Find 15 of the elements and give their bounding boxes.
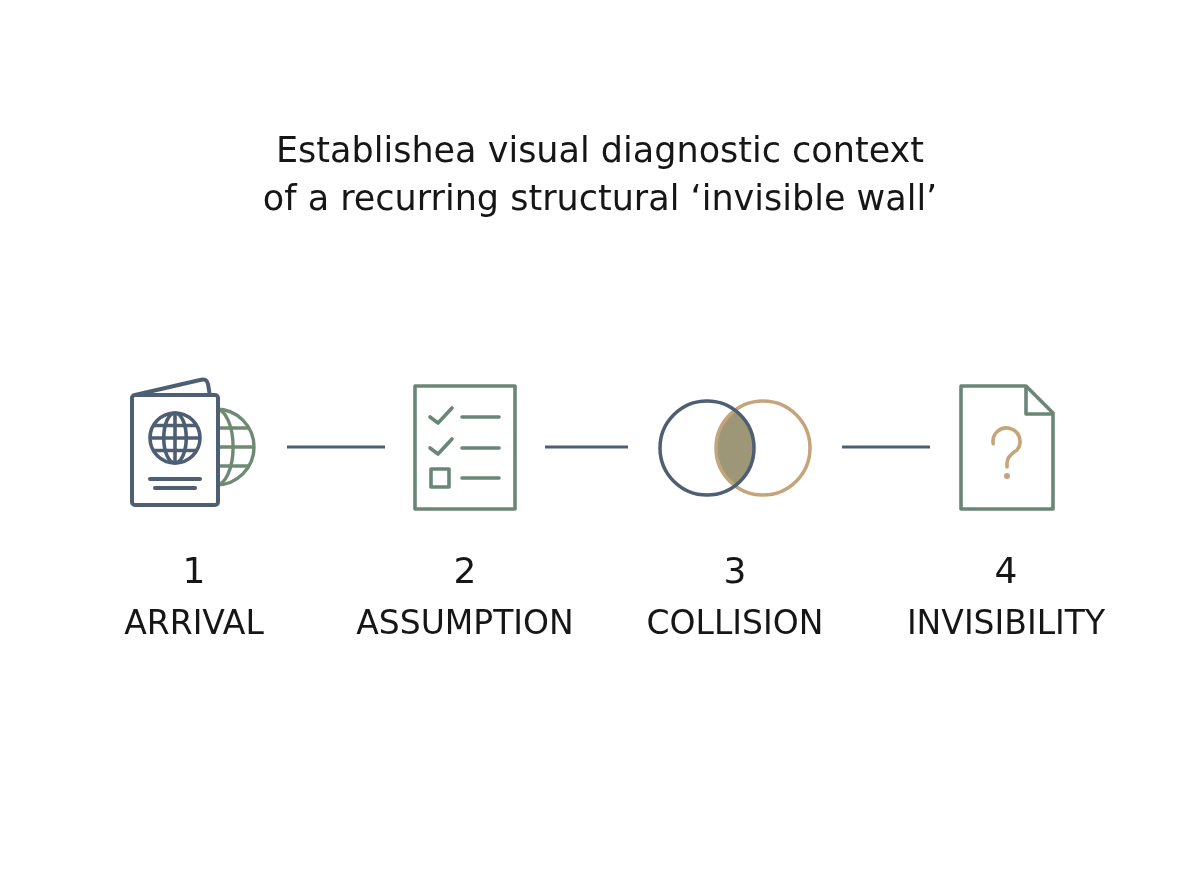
step-number: 1 (181, 551, 207, 591)
document-question-icon (957, 383, 1057, 512)
step-label: INVISIBILITY (905, 604, 1107, 642)
overlapping-circles-icon (655, 397, 815, 499)
step-label: COLLISION (645, 604, 825, 642)
title: Establishea visual diagnostic context of a recurring structural ‘invisible wall’ (262, 129, 938, 220)
connector-line (545, 445, 628, 449)
step-number: 3 (722, 551, 748, 591)
connector-line (842, 445, 930, 449)
checklist-icon (412, 383, 518, 512)
connector-line (287, 445, 385, 449)
step-number: 2 (452, 551, 478, 591)
step-label: ARRIVAL (123, 604, 265, 642)
step-number: 4 (993, 551, 1019, 591)
step-label: ASSUMPTION (355, 604, 575, 642)
